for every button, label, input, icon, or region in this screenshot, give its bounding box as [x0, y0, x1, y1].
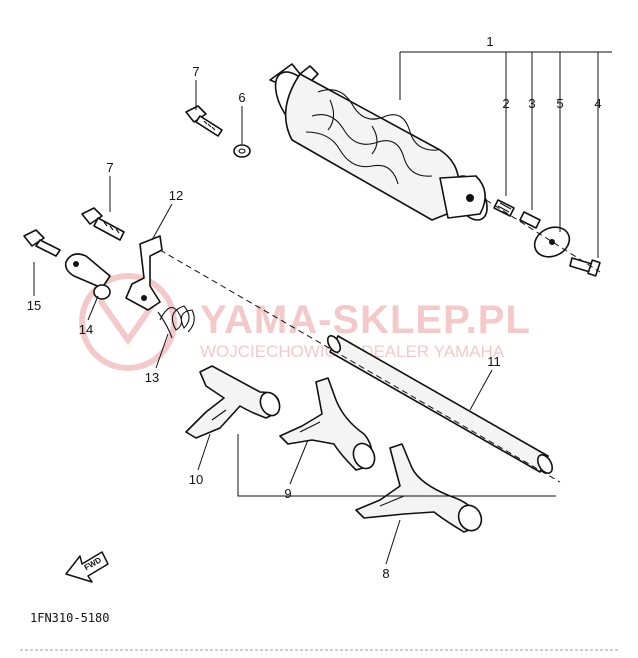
guide-bar-11: [326, 335, 554, 474]
watermark-brand: YAMA-SKLEP.PL: [200, 298, 531, 342]
bolt-7-middle: [81, 207, 125, 241]
callout-5: 5: [556, 96, 563, 111]
drum-pin-2: [493, 199, 515, 217]
bolt-7-top: [185, 105, 223, 137]
callout-7-middle: 7: [106, 160, 113, 175]
callout-12: 12: [169, 188, 183, 203]
shift-fork-9: [279, 377, 376, 471]
stopper-lever-14: [64, 253, 111, 300]
callout-6: 6: [238, 90, 245, 105]
forward-arrow-icon: FWD: [65, 551, 109, 583]
drum-pin-3: [519, 211, 541, 229]
shift-plate-12: [125, 235, 163, 311]
washer-6: [233, 144, 251, 158]
callout-7-top: 7: [192, 64, 199, 79]
diagram-code: 1FN310-5180: [30, 611, 109, 625]
drum-screw-4: [569, 257, 601, 277]
callout-4: 4: [594, 96, 601, 111]
shift-drum: [269, 63, 488, 221]
callout-2: 2: [502, 96, 509, 111]
assembly-lines: [159, 199, 601, 483]
callout-14: 14: [79, 322, 93, 337]
spring-13: [157, 305, 195, 339]
drum-segment-plate-5: [533, 226, 571, 258]
shift-fork-8: [355, 443, 483, 533]
callout-10: 10: [189, 472, 203, 487]
callout-9: 9: [284, 486, 291, 501]
watermark-logo-icon: [79, 273, 177, 371]
callouts: 1 2 3 5 4 7 6 7 12 15 14 13 11 10 9 8: [27, 34, 602, 581]
callout-1: 1: [486, 34, 493, 49]
bolt-15: [23, 229, 61, 257]
leader-lines: [33, 51, 612, 565]
callout-15: 15: [27, 298, 41, 313]
callout-11: 11: [487, 354, 501, 369]
callout-3: 3: [528, 96, 535, 111]
callout-8: 8: [382, 566, 389, 581]
shift-fork-10: [185, 365, 281, 439]
callout-13: 13: [145, 370, 159, 385]
